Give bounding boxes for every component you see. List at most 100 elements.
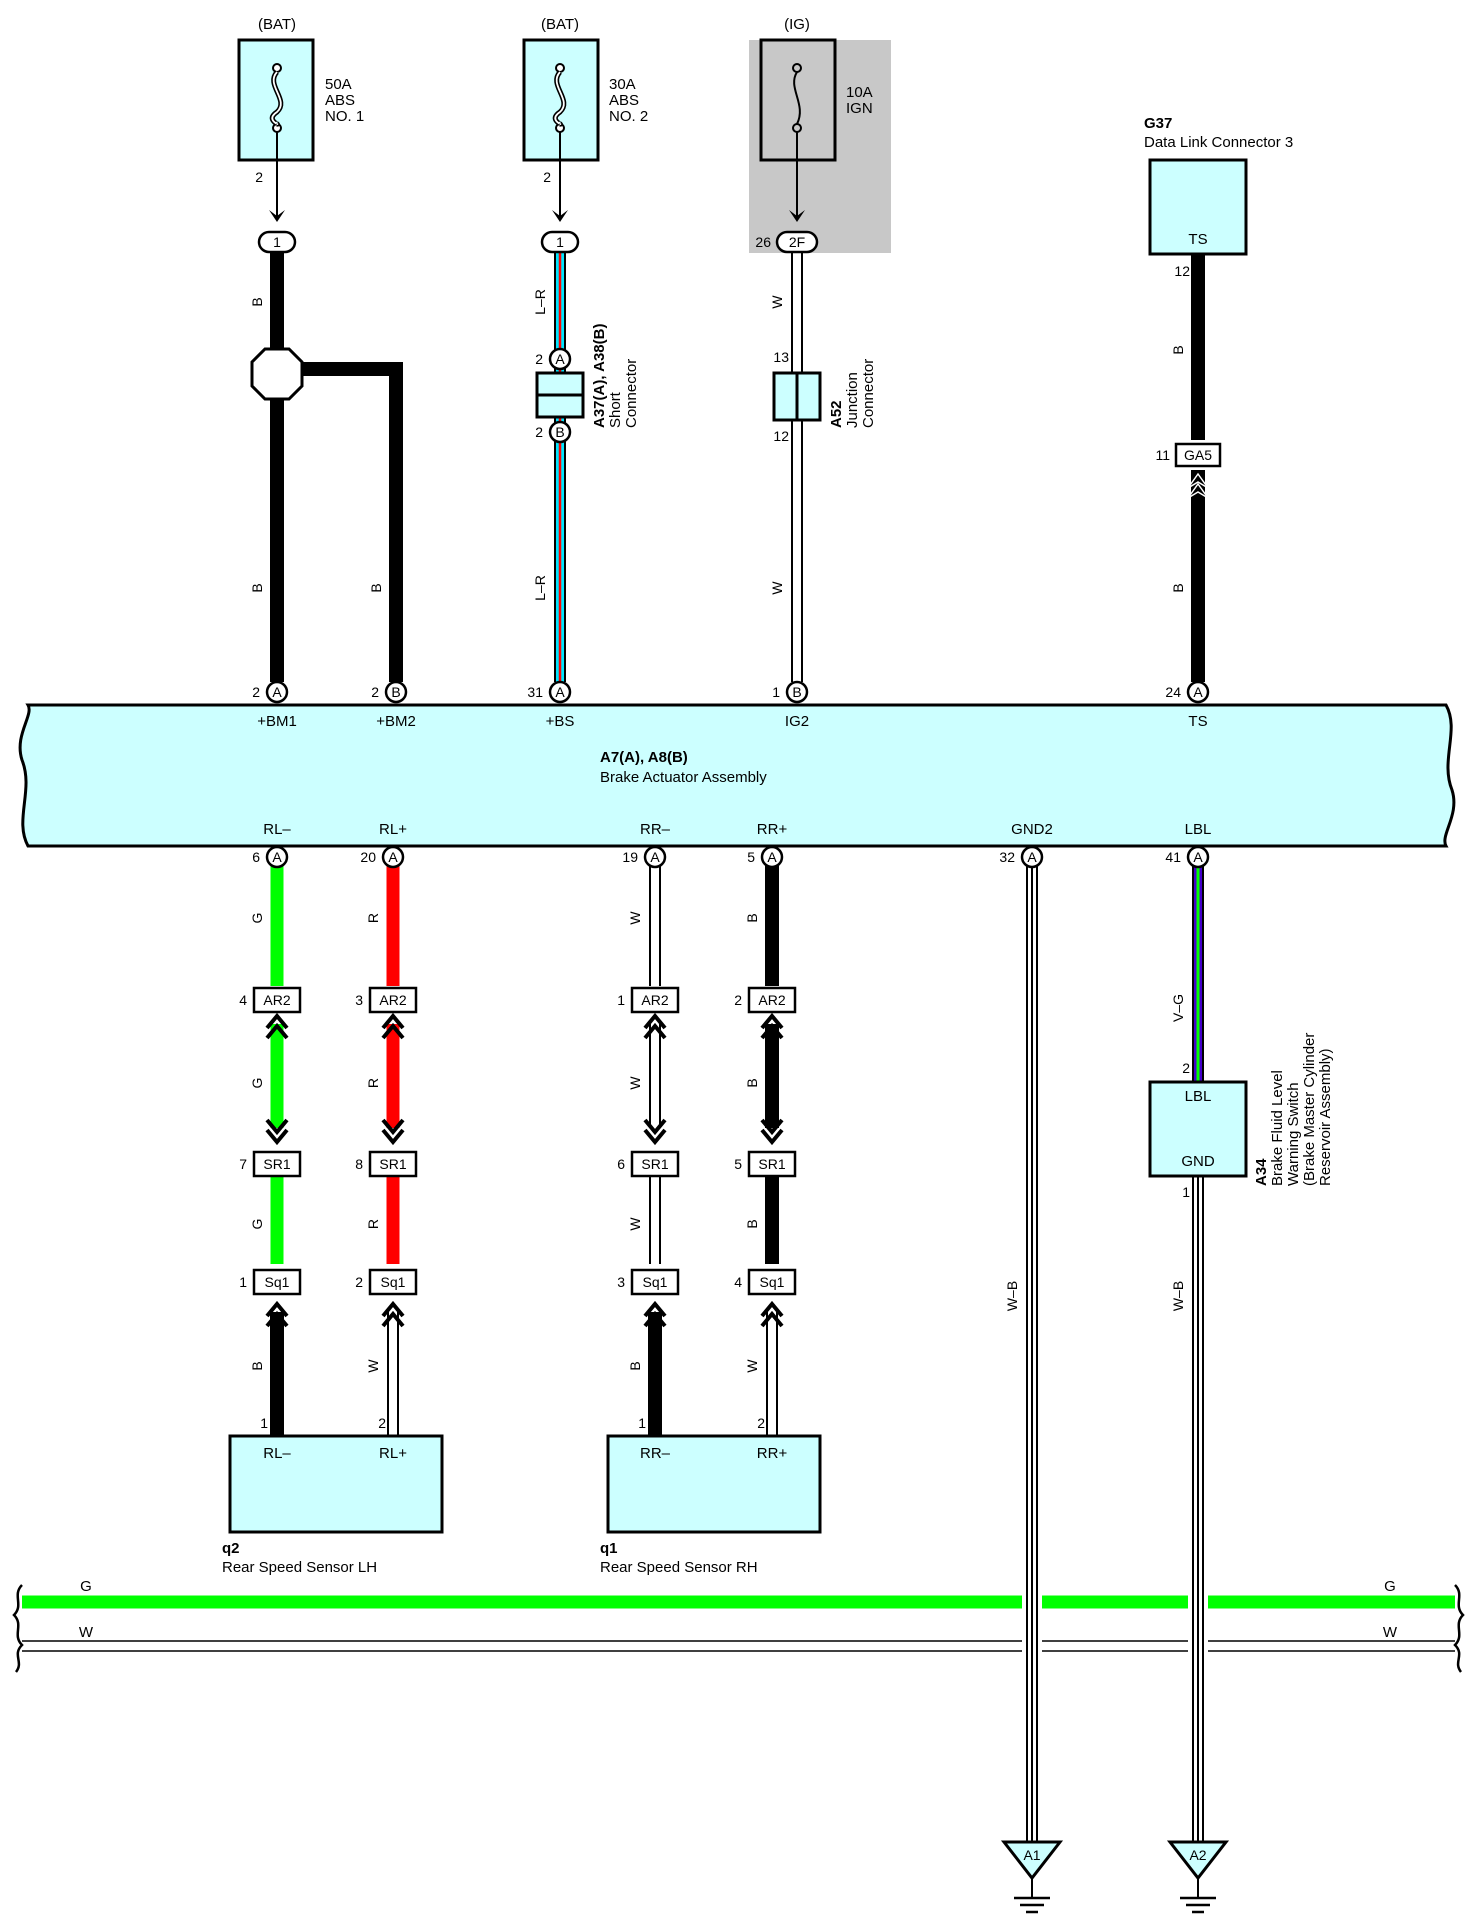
svg-text:2: 2: [535, 424, 543, 440]
wire-color-label: W: [769, 295, 785, 309]
fuse-pin: 2: [543, 169, 551, 185]
wire-color-label: B: [249, 297, 265, 306]
bus-g-label: G: [1384, 1578, 1396, 1595]
actuator-top-pins: A 2 +BM1 B 2 +BM2 A 31 +BS B 1 IG2 A 24 …: [252, 680, 1210, 730]
svg-text:2F: 2F: [789, 234, 805, 250]
svg-text:W: W: [365, 1359, 381, 1373]
svg-text:TS: TS: [1188, 713, 1207, 730]
svg-text:A: A: [767, 849, 777, 865]
connector-chevrons: [265, 1012, 784, 1328]
svg-text:12: 12: [1174, 263, 1190, 279]
svg-text:Rear Speed Sensor RH: Rear Speed Sensor RH: [600, 1559, 758, 1576]
svg-text:1: 1: [617, 992, 625, 1008]
svg-text:Rear Speed Sensor LH: Rear Speed Sensor LH: [222, 1559, 377, 1576]
svg-text:2: 2: [355, 1274, 363, 1290]
rear-speed-sensor-rh: RR– RR+ 1 2 q1 Rear Speed Sensor RH: [600, 1415, 822, 1576]
fuse-abs-no1: (BAT) 50A ABS NO. 1 2: [237, 16, 364, 185]
actuator-bottom-pins: RL– A 6 RL+ A 20 RR– A 19 RR+ A 5 GND2 A…: [252, 821, 1211, 869]
svg-text:LBL: LBL: [1185, 1088, 1212, 1105]
bottom-wire-labels: G G G B R R R W W W W B B B B W W–B V–G …: [249, 911, 1186, 1373]
svg-text:Connector: Connector: [860, 359, 877, 428]
svg-text:A: A: [272, 684, 282, 700]
svg-text:+BS: +BS: [546, 713, 575, 730]
svg-text:7: 7: [239, 1156, 247, 1172]
connector-ar2: AR2 4 AR2 3 AR2 1 AR2 2: [239, 986, 797, 1014]
connector-ga5: GA5: [1184, 447, 1212, 463]
svg-text:IG2: IG2: [785, 713, 809, 730]
svg-text:A: A: [1027, 849, 1037, 865]
actuator-code: A7(A), A8(B): [600, 749, 688, 766]
svg-text:6: 6: [252, 849, 260, 865]
svg-text:B: B: [792, 684, 801, 700]
fuse-pin: 26: [755, 234, 771, 250]
svg-text:A: A: [650, 849, 660, 865]
svg-text:1: 1: [638, 1415, 646, 1431]
svg-text:A: A: [1193, 684, 1203, 700]
svg-text:1: 1: [273, 234, 281, 250]
svg-text:R: R: [365, 1219, 381, 1229]
svg-text:SR1: SR1: [379, 1156, 406, 1172]
svg-text:Warning Switch: Warning Switch: [1285, 1082, 1302, 1186]
svg-text:1: 1: [260, 1415, 268, 1431]
ground-a1: A1: [1000, 1840, 1064, 1914]
svg-text:RR+: RR+: [757, 821, 788, 838]
svg-text:RL–: RL–: [263, 821, 291, 838]
svg-text:Sq1: Sq1: [381, 1274, 406, 1290]
svg-text:A: A: [388, 849, 398, 865]
svg-text:Data Link Connector 3: Data Link Connector 3: [1144, 134, 1293, 151]
svg-text:2: 2: [378, 1415, 386, 1431]
data-link-connector-g37: G37 Data Link Connector 3 TS 12 GA5 11: [1144, 115, 1293, 468]
svg-text:B: B: [249, 1361, 265, 1370]
svg-text:2: 2: [734, 992, 742, 1008]
svg-text:3: 3: [617, 1274, 625, 1290]
svg-text:2: 2: [535, 351, 543, 367]
connector-sq1: Sq1 1 Sq1 2 Sq1 3 Sq1 4: [239, 1268, 797, 1296]
splice-point: [250, 347, 304, 401]
wire-color-label: B: [1170, 345, 1186, 354]
svg-text:Sq1: Sq1: [643, 1274, 668, 1290]
svg-text:RL–: RL–: [263, 1445, 291, 1462]
svg-text:AR2: AR2: [758, 992, 785, 1008]
bus-w-label: W: [79, 1624, 94, 1641]
svg-text:11: 11: [1155, 447, 1170, 463]
svg-text:31: 31: [527, 684, 543, 700]
svg-text:(Brake Master Cylinder: (Brake Master Cylinder: [1301, 1033, 1318, 1186]
fuse-rating: 30A: [609, 76, 636, 93]
fuse-source-label: (IG): [784, 16, 810, 33]
svg-text:SR1: SR1: [263, 1156, 290, 1172]
svg-text:SR1: SR1: [758, 1156, 785, 1172]
svg-text:Sq1: Sq1: [760, 1274, 785, 1290]
svg-text:G: G: [249, 1219, 265, 1230]
wire-color-label: W: [769, 581, 785, 595]
svg-text:A1: A1: [1023, 1847, 1040, 1863]
brake-fluid-level-switch: LBL GND 2 1 A34 Brake Fluid Level Warnin…: [1148, 1033, 1334, 1200]
fuse-pin: 2: [255, 169, 263, 185]
svg-text:A: A: [1193, 849, 1203, 865]
junction-connector-a52: 13 12 A52 Junction Connector: [772, 349, 877, 444]
svg-text:Connector: Connector: [623, 359, 640, 428]
svg-text:Brake Fluid Level: Brake Fluid Level: [1269, 1070, 1286, 1186]
svg-text:2: 2: [757, 1415, 765, 1431]
connector-sr1: SR1 7 SR1 8 SR1 6 SR1 5: [239, 1150, 797, 1178]
svg-text:W: W: [627, 1217, 643, 1231]
fuse-name: ABS: [609, 92, 639, 109]
svg-text:G: G: [249, 913, 265, 924]
svg-text:5: 5: [747, 849, 755, 865]
svg-text:A2: A2: [1189, 1847, 1206, 1863]
svg-text:4: 4: [239, 992, 247, 1008]
bus-g-label: G: [80, 1578, 92, 1595]
fuse-source-label: (BAT): [258, 16, 296, 33]
svg-text:G37: G37: [1144, 115, 1172, 132]
svg-text:AR2: AR2: [379, 992, 406, 1008]
svg-text:Sq1: Sq1: [265, 1274, 290, 1290]
svg-text:A52: A52: [828, 400, 845, 428]
fuse-name-2: NO. 1: [325, 108, 364, 125]
bus-w-label: W: [1383, 1624, 1398, 1641]
svg-text:Reservoir Assembly): Reservoir Assembly): [1317, 1048, 1334, 1186]
svg-text:W: W: [627, 1076, 643, 1090]
svg-text:B: B: [744, 1078, 760, 1087]
svg-text:41: 41: [1165, 849, 1181, 865]
svg-text:B: B: [391, 684, 400, 700]
svg-text:GND2: GND2: [1011, 821, 1053, 838]
